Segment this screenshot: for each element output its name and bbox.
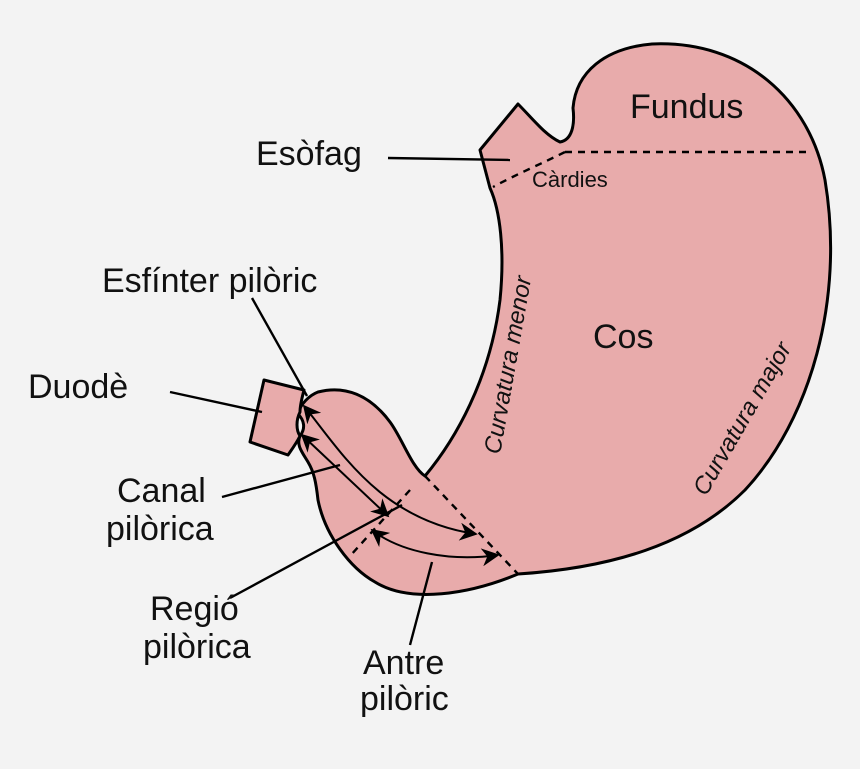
esfinter-leader <box>250 297 309 397</box>
duodenum-outline <box>248 378 306 457</box>
cardia-boundary-line <box>492 150 566 189</box>
antre-leader <box>408 561 434 646</box>
esofag-label: Esòfag <box>256 135 362 173</box>
fundus-label: Fundus <box>630 88 743 126</box>
duode-leader <box>169 390 263 414</box>
canal-label-line1: Canal <box>117 472 206 510</box>
cardies-label: Càrdies <box>532 167 608 192</box>
canal-label-line2: pilòrica <box>106 510 214 548</box>
antre-label-line1: Antre <box>363 644 444 682</box>
esofag-leader <box>387 156 511 162</box>
duode-label: Duodè <box>28 368 128 406</box>
regio-label-line2: pilòrica <box>143 628 251 666</box>
stomach-outline <box>296 42 833 596</box>
antre-label-line2: pilòric <box>360 680 449 718</box>
esfinter-label: Esfínter pilòric <box>102 262 317 300</box>
regio-label-line1: Regió <box>150 590 239 628</box>
cos-label: Cos <box>593 318 653 356</box>
regio-pilorica-arrow <box>302 404 478 541</box>
antre-piloric-arrow <box>370 528 500 567</box>
